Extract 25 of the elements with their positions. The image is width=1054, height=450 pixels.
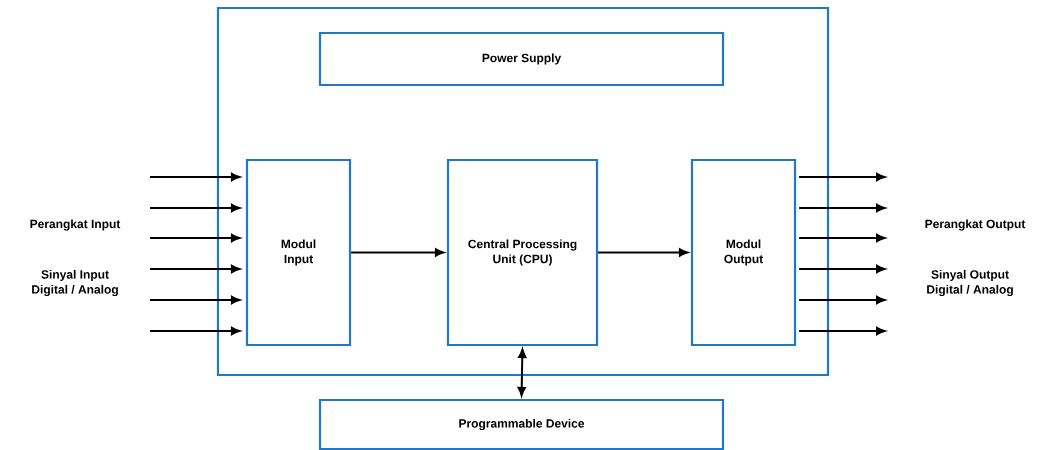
arrow — [798, 172, 886, 182]
side-label: Perangkat Output — [925, 219, 1026, 231]
module-box: Central Processing Unit (CPU) — [446, 158, 599, 347]
arrow — [798, 264, 886, 274]
frame-box — [216, 6, 830, 377]
arrow — [798, 295, 886, 305]
arrow — [798, 203, 886, 213]
arrow — [149, 203, 241, 213]
side-label: Sinyal Input Digital / Analog — [32, 269, 118, 297]
arrow — [149, 264, 241, 274]
side-label: Perangkat Input — [30, 219, 121, 231]
module-box: Modul Input — [245, 158, 352, 347]
side-label: Sinyal Output Digital / Analog — [927, 269, 1013, 297]
arrow — [149, 326, 241, 336]
arrow — [798, 326, 886, 336]
arrow — [350, 248, 445, 257]
arrow — [149, 233, 241, 243]
arrow — [149, 172, 241, 182]
arrow — [149, 295, 241, 305]
module-box: Programmable Device — [318, 398, 725, 450]
arrow — [798, 233, 886, 243]
module-box: Modul Output — [690, 158, 797, 347]
arrow — [517, 348, 527, 397]
module-box: Power Supply — [318, 31, 725, 87]
arrow — [597, 248, 689, 257]
